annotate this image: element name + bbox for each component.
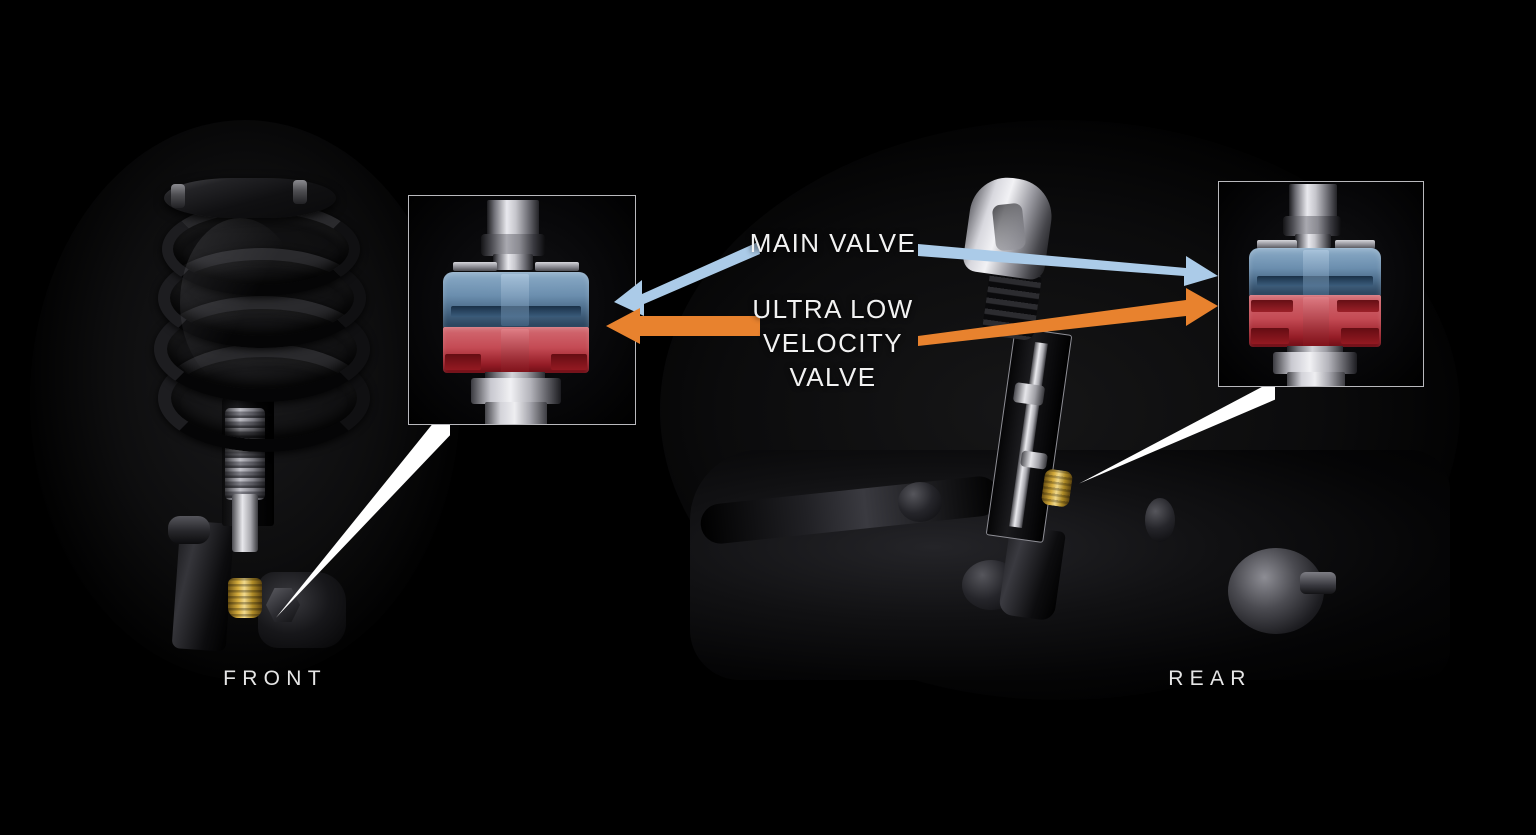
front-damper-shaft	[232, 494, 258, 552]
rear-bushing-mount	[898, 482, 942, 522]
ulv-label-line-2: VELOCITY	[762, 328, 904, 358]
valve-retainer-wing-left	[453, 262, 497, 271]
valve-rod-shoulder	[481, 234, 545, 256]
ulv-valve-notch-left	[1251, 328, 1289, 344]
ulv-valve-port-right	[1337, 300, 1379, 312]
rear-hub-stud	[1300, 572, 1336, 594]
ulv-valve-port-right	[551, 354, 587, 370]
rear-caption: REAR	[1168, 667, 1252, 690]
ulv-valve-port-left	[445, 354, 481, 370]
main-valve-label: MAIN VALVE	[749, 228, 917, 258]
ulv-label-line-1: ULTRA LOW	[752, 294, 914, 324]
valve-retainer-wing-right	[535, 262, 579, 271]
main-valve-core	[501, 274, 529, 326]
ulv-valve-core	[1303, 297, 1329, 347]
valve-base-foot	[1287, 372, 1345, 386]
rear-gold-valve-body	[1040, 468, 1074, 508]
rear-rod-collar	[1020, 450, 1048, 470]
valve-piston-rod	[1289, 184, 1337, 218]
ulv-valve-notch-right	[1341, 328, 1379, 344]
front-strut-top-mount	[164, 178, 336, 218]
valve-rod-neck	[1295, 234, 1331, 248]
front-gold-valve-nut	[228, 578, 262, 618]
front-caption: FRONT	[223, 667, 327, 690]
ulv-valve-port-left	[1251, 300, 1293, 312]
rear-link-stud	[1145, 498, 1175, 542]
top-mount-stud	[171, 184, 185, 208]
front-inset-panel	[408, 195, 636, 425]
front-coil-spring	[140, 178, 370, 452]
main-valve-core	[1303, 250, 1329, 296]
valve-retainer-wing-right	[1335, 240, 1375, 249]
valve-rod-neck	[493, 254, 533, 270]
valve-base-body	[1273, 352, 1357, 374]
valve-piston-rod	[487, 200, 539, 236]
top-mount-stud	[293, 180, 307, 204]
valve-base-neck	[1287, 346, 1343, 354]
rear-rod-collar	[1012, 382, 1046, 406]
valve-base-neck	[485, 372, 545, 382]
valve-retainer-wing-left	[1257, 240, 1297, 249]
valve-base-body	[471, 378, 561, 404]
front-arm-bushing	[168, 516, 210, 544]
ulv-label-line-3: VALVE	[789, 362, 877, 392]
ultra-low-velocity-valve-label: ULTRA LOW VELOCITY VALVE	[669, 292, 997, 394]
valve-rod-shoulder	[1283, 216, 1341, 236]
valve-base-foot	[485, 402, 547, 424]
rear-inset-panel	[1218, 181, 1424, 387]
ulv-valve-core	[501, 329, 529, 373]
